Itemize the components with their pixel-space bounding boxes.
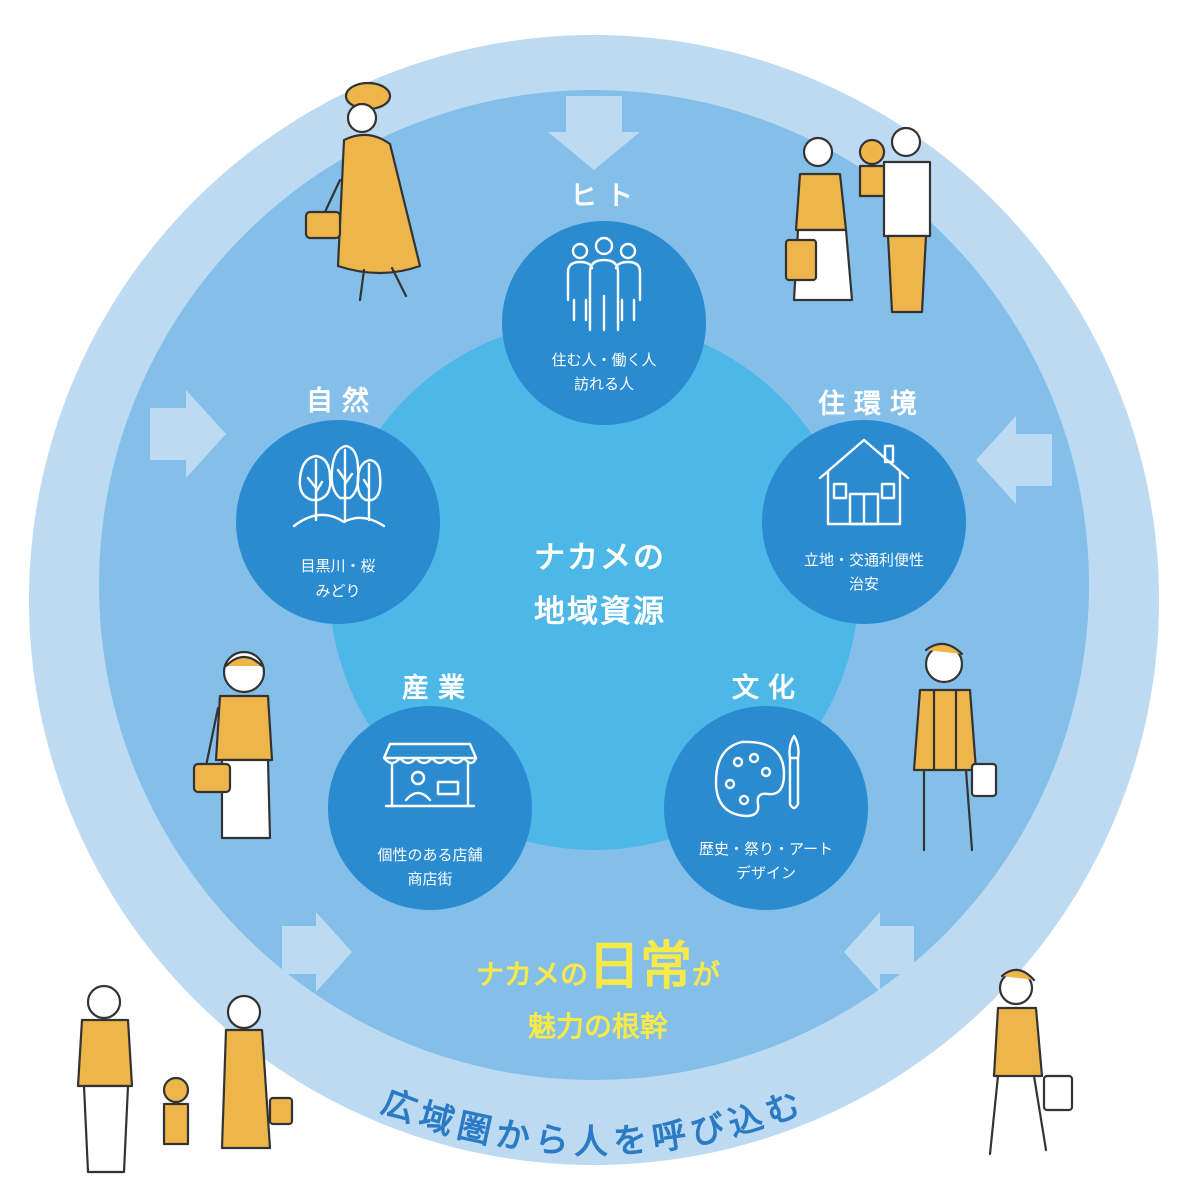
tagline-line2: 魅力の根幹	[528, 1010, 669, 1043]
tagline-emphasis: 日常	[588, 937, 692, 997]
figure-family-bottom-left	[76, 984, 294, 1174]
figure-woman-cardigan	[912, 642, 998, 852]
node-circle-sangyo	[328, 706, 532, 910]
node-jukankyo: 住環境 立地・交通利便性 治安	[762, 388, 966, 624]
node-bunka: 文化 歴史・祭り・アート デザイン	[664, 672, 868, 910]
people-group-icon	[566, 236, 642, 332]
figure-family-top-right	[784, 126, 932, 314]
node-line1-hito: 住む人・働く人	[551, 351, 656, 369]
house-icon	[818, 438, 910, 526]
arrow-top	[548, 96, 640, 170]
node-title-shizen: 自然	[306, 385, 378, 417]
node-line2-sangyo: 商店街	[407, 870, 452, 888]
node-title-jukankyo: 住環境	[818, 388, 926, 420]
arrow-bottom-left	[282, 912, 352, 992]
node-shizen: 自然 目黒川・桜 みどり	[236, 385, 440, 624]
node-line1-bunka: 歴史・祭り・アート	[699, 840, 833, 858]
arrow-left	[150, 390, 226, 478]
arrow-bottom-right	[844, 912, 914, 992]
node-line1-shizen: 目黒川・桜	[300, 557, 375, 575]
node-line2-jukankyo: 治安	[849, 575, 879, 593]
tagline-line1: ナカメの日常が	[476, 937, 720, 997]
node-circle-shizen	[236, 420, 440, 624]
tagline-prefix: ナカメの	[476, 958, 588, 991]
node-line1-sangyo: 個性のある店舗	[377, 846, 482, 864]
figure-woman-vest	[192, 650, 274, 840]
center-line1: ナカメの	[534, 540, 666, 576]
shop-stall-icon	[382, 742, 478, 808]
node-title-sangyo: 産業	[402, 672, 474, 704]
figure-woman-walking	[988, 968, 1074, 1156]
trees-icon	[292, 444, 386, 528]
node-title-hito: ヒト	[570, 181, 642, 212]
center-line2: 地域資源	[534, 594, 666, 630]
node-hito: ヒト 住む人・働く人 訪れる人	[502, 181, 706, 425]
node-line2-bunka: デザイン	[736, 864, 796, 882]
figure-woman-beret	[304, 81, 422, 302]
inward-arrows	[150, 96, 1052, 992]
arrow-right	[976, 416, 1052, 504]
node-line2-shizen: みどり	[315, 582, 360, 600]
node-sangyo: 産業 個性のある店舗 商店街	[328, 672, 532, 910]
palette-brush-icon	[714, 734, 800, 818]
node-line2-hito: 訪れる人	[574, 375, 634, 393]
node-title-bunka: 文化	[732, 672, 804, 704]
tagline-suffix: が	[692, 958, 720, 991]
node-line1-jukankyo: 立地・交通利便性	[804, 551, 924, 569]
node-circle-bunka	[664, 706, 868, 910]
